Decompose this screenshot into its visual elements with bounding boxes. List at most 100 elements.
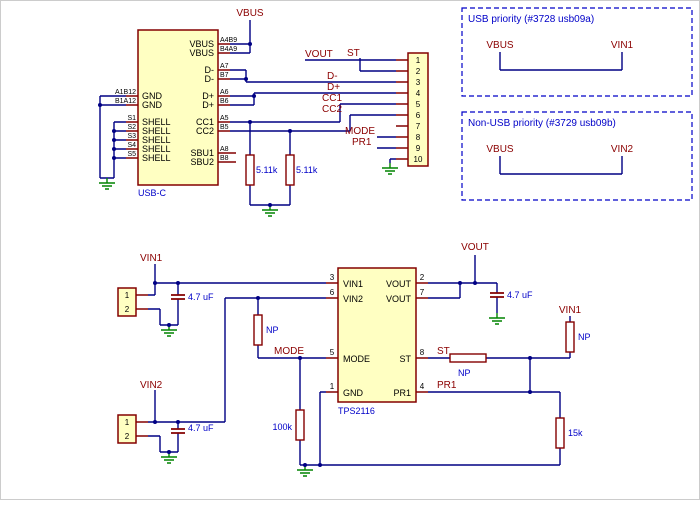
resistor-body <box>285 154 295 186</box>
pin-name: CC1 <box>196 117 214 127</box>
ground-symbol <box>161 325 177 337</box>
usb-c-body <box>137 29 219 186</box>
net-label-mode: MODE <box>345 126 375 137</box>
junction-dot <box>112 138 116 142</box>
net-label-vin1: VIN1 <box>140 253 163 264</box>
pin-number: A8 <box>220 146 229 153</box>
info-box-outline <box>461 111 693 201</box>
pin-name: VBUS <box>189 39 214 49</box>
junction-dot <box>458 281 462 285</box>
ground-symbol <box>99 178 115 190</box>
breakout-header: 1 2 3 4 5 6 7 8 9 10 <box>396 52 429 167</box>
pin-number: 4 <box>420 382 425 391</box>
pin-number: B5 <box>220 124 229 131</box>
info-box-usb-priority: USB priority (#3728 usb09a) VBUS VIN1 <box>461 7 693 97</box>
usb-c-connector: USB-C A4B9 B4A9 A7 B7 A6 B6 A5 B5 A8 B8 … <box>115 29 237 198</box>
pin-number: B4A9 <box>220 46 237 53</box>
pin-number: A6 <box>220 89 229 96</box>
resistor-body <box>555 417 565 449</box>
junction-dot <box>98 103 102 107</box>
net-label-pr1: PR1 <box>437 380 457 391</box>
usb-gnd-shell-wires <box>99 95 126 179</box>
junction-dot <box>288 129 292 133</box>
pin-number: S4 <box>127 142 136 149</box>
resistor-st-pullup-np: NP <box>565 321 591 353</box>
net-label-vin2: VIN2 <box>611 144 634 155</box>
pin-number: A7 <box>220 63 229 70</box>
pin-name: PR1 <box>393 388 411 398</box>
pin-number: 10 <box>414 155 423 164</box>
capacitor-vin2: 4.7 uF <box>171 423 214 434</box>
pin-number: S2 <box>127 124 136 131</box>
vin1-input-connector: 1 2 <box>117 287 148 317</box>
junction-dot <box>473 281 477 285</box>
ground-symbol <box>489 313 505 325</box>
resistor-body <box>245 154 255 186</box>
pin-number: A4B9 <box>220 37 237 44</box>
ground-symbol <box>382 163 398 175</box>
junction-dot <box>268 203 272 207</box>
pin-number: 1 <box>330 382 335 391</box>
ground-symbol <box>161 452 177 464</box>
pin-name: GND <box>142 91 163 101</box>
net-label-st: ST <box>437 346 450 357</box>
info-box-title: USB priority (#3728 usb09a) <box>468 14 594 25</box>
ref-label-usbc: USB-C <box>138 188 167 198</box>
capacitor-plates <box>171 294 185 300</box>
junction-dot <box>303 463 307 467</box>
net-label-cc1: CC1 <box>322 93 342 104</box>
pin-name: SHELL <box>142 153 171 163</box>
pin-number: B8 <box>220 155 229 162</box>
pin-number: B1A12 <box>115 98 136 105</box>
pin-name: GND <box>343 388 364 398</box>
junction-dot <box>153 420 157 424</box>
pin-number: 1 <box>125 291 130 300</box>
ground-symbol <box>262 205 278 217</box>
net-label-vout: VOUT <box>305 49 333 60</box>
pin-number: S5 <box>127 151 136 158</box>
ic-body <box>337 267 417 403</box>
pin-number: 8 <box>416 133 421 142</box>
resistor-st-series-np: NP <box>449 353 487 378</box>
junction-dot <box>248 120 252 124</box>
net-label-st: ST <box>347 48 360 59</box>
resistor-mode-pulldown-100k: 100k <box>272 409 305 441</box>
pin-name: VIN1 <box>343 279 363 289</box>
pin-name: SHELL <box>142 117 171 127</box>
pin-name: D+ <box>202 100 214 110</box>
net-label-d-minus: D- <box>327 71 338 82</box>
capacitor-plates <box>490 292 504 298</box>
mode-gnd-wires <box>257 298 560 466</box>
junction-dot <box>176 420 180 424</box>
junction-dot <box>528 356 532 360</box>
pin-number: 4 <box>416 89 421 98</box>
resistor-body <box>295 409 305 441</box>
junction-dot <box>153 281 157 285</box>
junction-dot <box>112 147 116 151</box>
junction-dots <box>98 42 532 467</box>
pin-number: 2 <box>420 273 425 282</box>
net-label-d-plus: D+ <box>327 82 340 93</box>
breakout-wires <box>305 58 396 163</box>
vin2-input-connector: 1 2 <box>117 414 148 444</box>
value-label: NP <box>458 368 471 378</box>
connector-body <box>117 287 137 317</box>
pin-number: S1 <box>127 115 136 122</box>
pin-number: 1 <box>125 418 130 427</box>
junction-dot <box>256 296 260 300</box>
resistor-pr1-15k: 15k <box>555 417 583 449</box>
capacitor-vout: 4.7 uF <box>490 290 533 300</box>
breakout-pin-stubs <box>396 59 408 160</box>
net-label-vbus: VBUS <box>236 8 264 19</box>
net-label-cc2: CC2 <box>322 104 342 115</box>
breakout-body <box>407 52 429 167</box>
junction-dot <box>167 323 171 327</box>
pin-name: SHELL <box>142 126 171 136</box>
resistor-cc2-pulldown: 5.11k <box>285 154 318 186</box>
junction-dot <box>248 42 252 46</box>
resistor-body <box>253 314 263 346</box>
resistor-body <box>449 353 487 363</box>
info-box-wire <box>499 156 623 175</box>
